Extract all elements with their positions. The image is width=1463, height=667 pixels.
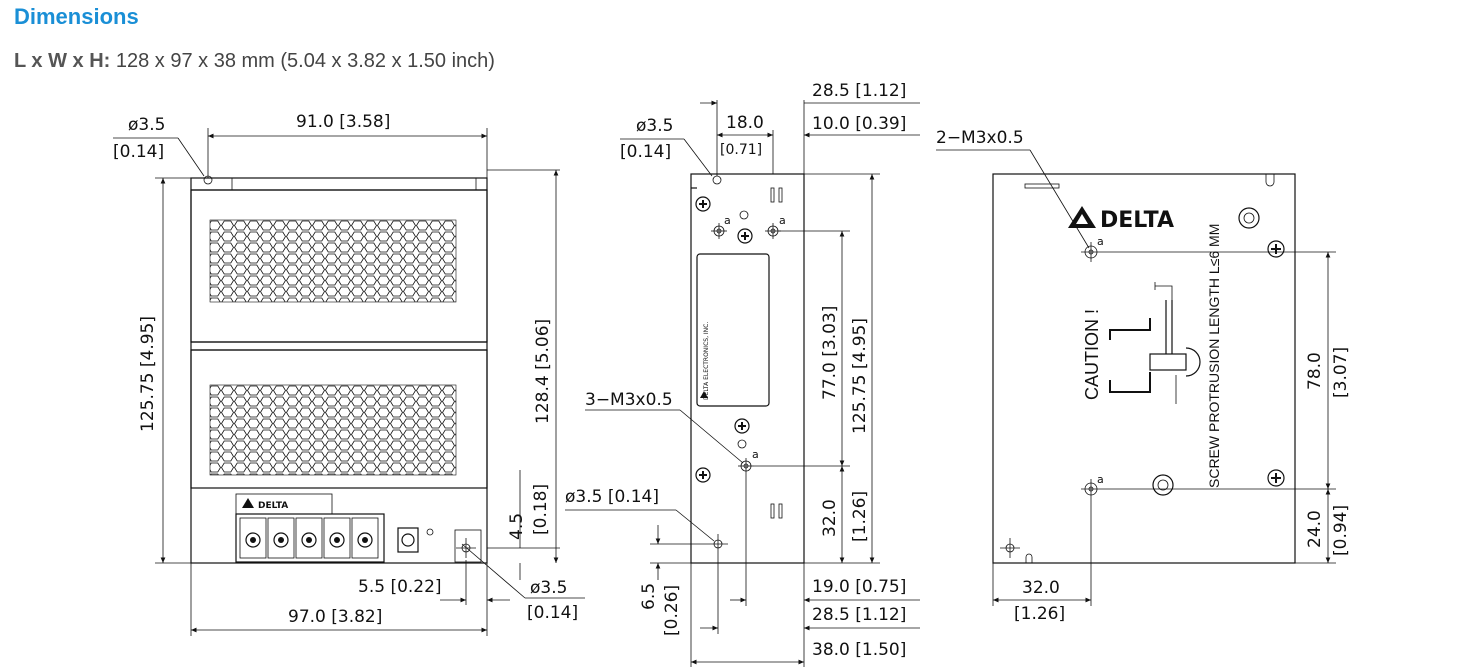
- side-dim-77: 77.0 [3.03]: [820, 306, 840, 400]
- side-top-hole-dia: ø3.5: [636, 116, 673, 136]
- side-hole-dia: ø3.5 [0.14]: [565, 487, 659, 507]
- side-dim-28-5-top: 28.5 [1.12]: [812, 81, 906, 101]
- front-delta-logo: DELTA: [235, 493, 333, 515]
- front-offset-small: 4.5: [507, 513, 527, 540]
- front-offset-small-inch: [0.18]: [531, 484, 551, 535]
- front-top-hole-dia: ø3.5: [128, 115, 165, 135]
- side-view: DELTA ELECTRONICS, INC. a a a ø3.5 [0.14…: [565, 81, 920, 667]
- page-title: Dimensions: [14, 4, 139, 29]
- bottom-dim-24: 24.0: [1305, 510, 1325, 548]
- side-dim-18-inch: [0.71]: [720, 142, 762, 158]
- front-width-top-label: 91.0 [3.58]: [296, 112, 390, 132]
- front-bottom-offset-label: 5.5 [0.22]: [358, 577, 442, 597]
- svg-text:a: a: [1097, 235, 1104, 248]
- bottom-dim-24-inch: [0.94]: [1331, 505, 1351, 556]
- svg-text:a: a: [724, 214, 731, 227]
- front-height-left-label: 125.75 [4.95]: [138, 316, 158, 432]
- side-dim-19: 19.0 [0.75]: [812, 577, 906, 597]
- screw-protrusion-note: SCREW PROTRUSION LENGTH L≤6 MM: [1206, 224, 1222, 488]
- bottom-delta-logo: DELTA: [1068, 206, 1174, 233]
- svg-text:a: a: [1097, 473, 1104, 486]
- side-dim-28-5-bottom: 28.5 [1.12]: [812, 605, 906, 625]
- front-vent-grille-bottom: [209, 384, 457, 476]
- side-label-text: DELTA ELECTRONICS, INC.: [703, 322, 710, 400]
- side-dim-6-5: 6.5: [639, 583, 659, 610]
- side-dim-125: 125.75 [4.95]: [850, 318, 870, 434]
- side-dim-10: 10.0 [0.39]: [812, 114, 906, 134]
- front-bottom-hole-dia-inch: [0.14]: [527, 603, 578, 623]
- side-screw-label: 3−M3x0.5: [585, 390, 673, 410]
- svg-text:DELTA: DELTA: [258, 501, 288, 511]
- svg-text:a: a: [752, 448, 759, 461]
- terminal-block: [235, 513, 482, 563]
- dimensions-summary: L x W x H: 128 x 97 x 38 mm (5.04 x 3.82…: [14, 50, 495, 73]
- bottom-dim-78: 78.0: [1305, 352, 1325, 390]
- bottom-view: DELTA a a CAUTION ! SCREW PROTRUSION LEN…: [936, 128, 1351, 624]
- side-dim-18: 18.0: [726, 113, 764, 133]
- front-height-right-label: 128.4 [5.06]: [533, 319, 553, 424]
- bottom-dim-32-inch: [1.26]: [1014, 604, 1065, 624]
- side-dim-32-inch: [1.26]: [850, 491, 870, 542]
- caution-graphic: [1109, 282, 1201, 404]
- side-dim-38: 38.0 [1.50]: [812, 640, 906, 660]
- dimensions-value: 128 x 97 x 38 mm (5.04 x 3.82 x 1.50 inc…: [110, 50, 495, 72]
- front-vent-grille-top: [209, 219, 457, 303]
- bottom-dim-32: 32.0: [1022, 578, 1060, 598]
- svg-text:DELTA: DELTA: [1100, 208, 1174, 233]
- bottom-dim-78-inch: [3.07]: [1331, 347, 1351, 398]
- bottom-screw-label: 2−M3x0.5: [936, 128, 1024, 148]
- front-top-hole-dia-inch: [0.14]: [113, 142, 164, 162]
- caution-text: CAUTION !: [1082, 309, 1102, 400]
- side-top-hole-dia-inch: [0.14]: [620, 142, 671, 162]
- side-dim-6-5-inch: [0.26]: [662, 585, 682, 636]
- front-width-bottom-label: 97.0 [3.82]: [288, 607, 382, 627]
- dimensions-label: L x W x H:: [14, 50, 111, 72]
- svg-text:a: a: [779, 214, 786, 227]
- front-view: DELTA 91.0 [3.58] ø3.: [113, 112, 585, 636]
- side-dim-32: 32.0: [820, 499, 840, 537]
- front-bottom-hole-dia: ø3.5: [530, 578, 567, 598]
